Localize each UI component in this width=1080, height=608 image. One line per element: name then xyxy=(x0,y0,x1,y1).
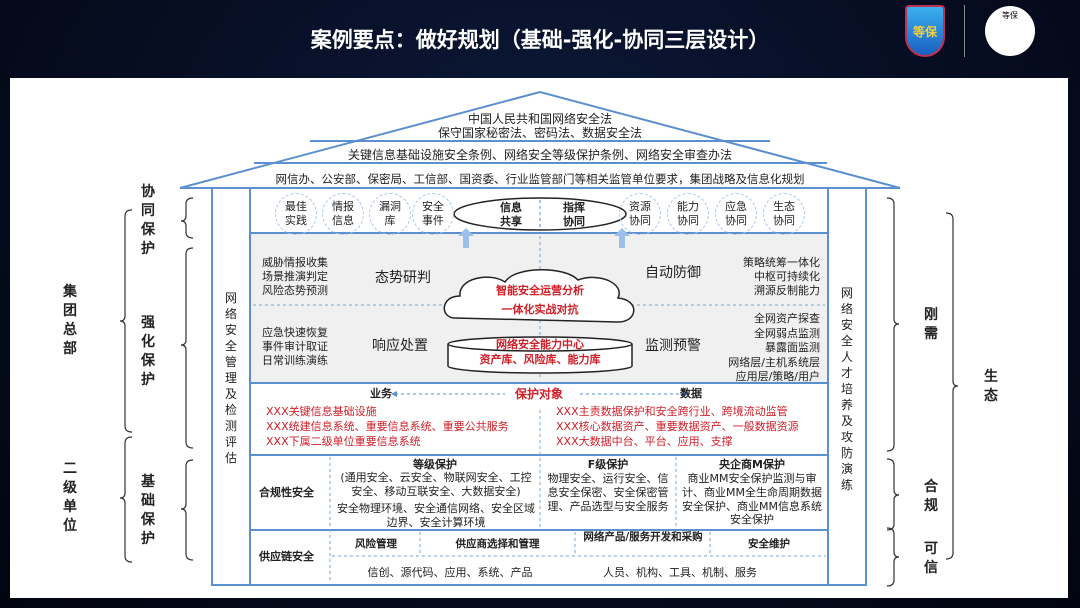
business-head: 业务 xyxy=(370,387,392,400)
protect-objects-head: 保护对象 xyxy=(515,387,564,401)
collab-item: 应急协同 xyxy=(715,193,757,235)
badge-logo: 等保 xyxy=(905,5,945,57)
supply-bottom-right: 人员、机构、工具、机制、服务 xyxy=(603,566,757,579)
mlps-text: (通用安全、云安全、物联网安全、工控安全、移动互联安全、大数据安全) xyxy=(340,471,532,498)
roof-requirements: 网信办、公安部、保密局、工信部、国资委、行业监管部门等相关监管单位要求，集团战略… xyxy=(275,172,805,186)
command-collab-label: 指挥协同 xyxy=(563,201,585,228)
mlps-head: 等级保护 xyxy=(413,458,457,471)
ops-br-list: 全网资产探查全网弱点监测暴露面监测网络层/主机系统层应用层/策略/用户 xyxy=(728,312,820,383)
page-title: 案例要点：做好规划（基础-强化-协同三层设计） xyxy=(310,28,770,52)
supply-chain-label: 供应链安全 xyxy=(259,550,314,563)
collab-item: 资源协同 xyxy=(619,193,661,235)
label-group-hq: 集团总部 xyxy=(63,284,77,357)
ops-bl-list: 应急快速恢复事件审计取证日常训练演练 xyxy=(262,326,328,367)
logo-divider xyxy=(964,5,965,57)
pillar-left: 网络安全管理及检测评估 xyxy=(224,291,237,465)
brackets xyxy=(119,197,959,587)
brand-logo-text: 等保 xyxy=(1002,11,1018,20)
data-head: 数据 xyxy=(680,387,702,400)
collab-item: 安全事件 xyxy=(412,193,454,235)
f-level-text: 物理安全、运行安全、信息安全保密、安全保密管理、产品选型与安全服务 xyxy=(547,472,669,513)
f-level-head: F级保护 xyxy=(587,458,629,471)
cloud-shape xyxy=(443,269,635,323)
supply-item-maintenance: 安全维护 xyxy=(748,538,790,550)
monitor-warning: 监测预警 xyxy=(645,338,701,354)
label-ecosystem: 生态 xyxy=(984,369,998,404)
supply-bottom-left: 信创、源代码、应用、系统、产品 xyxy=(367,566,533,579)
label-trusted: 可信 xyxy=(924,541,938,576)
label-collab-protection: 协同保护 xyxy=(141,184,155,257)
soe-head: 央企商M保护 xyxy=(719,458,785,471)
ops-tr-list: 策略统筹一体化中枢可持续化溯源反制能力 xyxy=(743,256,820,297)
cloud-line-2: 一体化实战对抗 xyxy=(501,303,579,316)
db-line-1: 网络安全能力中心 xyxy=(496,338,584,351)
supply-item-vendor: 供应商选择和管理 xyxy=(455,538,540,550)
response-handling: 响应处置 xyxy=(372,338,428,354)
mlps-text-2: 安全物理环境、安全通信网络、安全区域边界、安全计算环境 xyxy=(337,502,535,529)
collab-item: 最佳实践 xyxy=(275,193,317,235)
collab-item: 漏洞库 xyxy=(369,193,411,235)
cloud-line-1: 智能安全运营分析 xyxy=(496,284,584,297)
label-rigid-demand: 刚需 xyxy=(924,307,938,342)
collab-item: 情报信息 xyxy=(322,193,364,235)
info-share-label: 信息共享 xyxy=(500,201,522,228)
label-strengthen-protection: 强化保护 xyxy=(141,315,155,388)
soe-text: 商业MM安全保护监测与审计、商业MM全生命周期数据安全保护、商业MM信息系统安全… xyxy=(682,472,822,527)
database-cylinder xyxy=(447,336,633,374)
label-sub-unit: 二级单位 xyxy=(63,461,77,534)
label-compliance: 合规 xyxy=(924,479,938,514)
compliance-label: 合规性安全 xyxy=(259,486,314,499)
auto-defense: 自动防御 xyxy=(645,265,701,281)
arrows xyxy=(458,228,630,248)
label-basic-protection: 基础保护 xyxy=(141,474,155,547)
pillar-right: 网络安全人才培养及攻防演练 xyxy=(840,286,853,492)
supply-item-risk: 风险管理 xyxy=(355,538,397,550)
collab-item: 能力协同 xyxy=(667,193,709,235)
badge-logo-text: 等保 xyxy=(912,24,937,39)
ops-tl-list: 威胁情报收集场景推演判定风险态势预测 xyxy=(262,256,328,297)
situation-analysis: 态势研判 xyxy=(375,270,431,286)
db-line-2: 资产库、风险库、能力库 xyxy=(479,353,601,366)
roof-law-2: 保守国家秘密法、密码法、数据安全法 xyxy=(437,126,642,140)
collab-item: 生态协同 xyxy=(763,193,805,235)
roof-regulations: 关键信息基础设施安全条例、网络安全等级保护条例、网络安全审查办法 xyxy=(347,148,732,162)
brand-logo: 等保 xyxy=(985,6,1035,56)
roof-law-1: 中国人民共和国网络安全法 xyxy=(467,112,612,126)
supply-item-procurement: 网络产品/服务开发和采购 xyxy=(583,531,703,543)
